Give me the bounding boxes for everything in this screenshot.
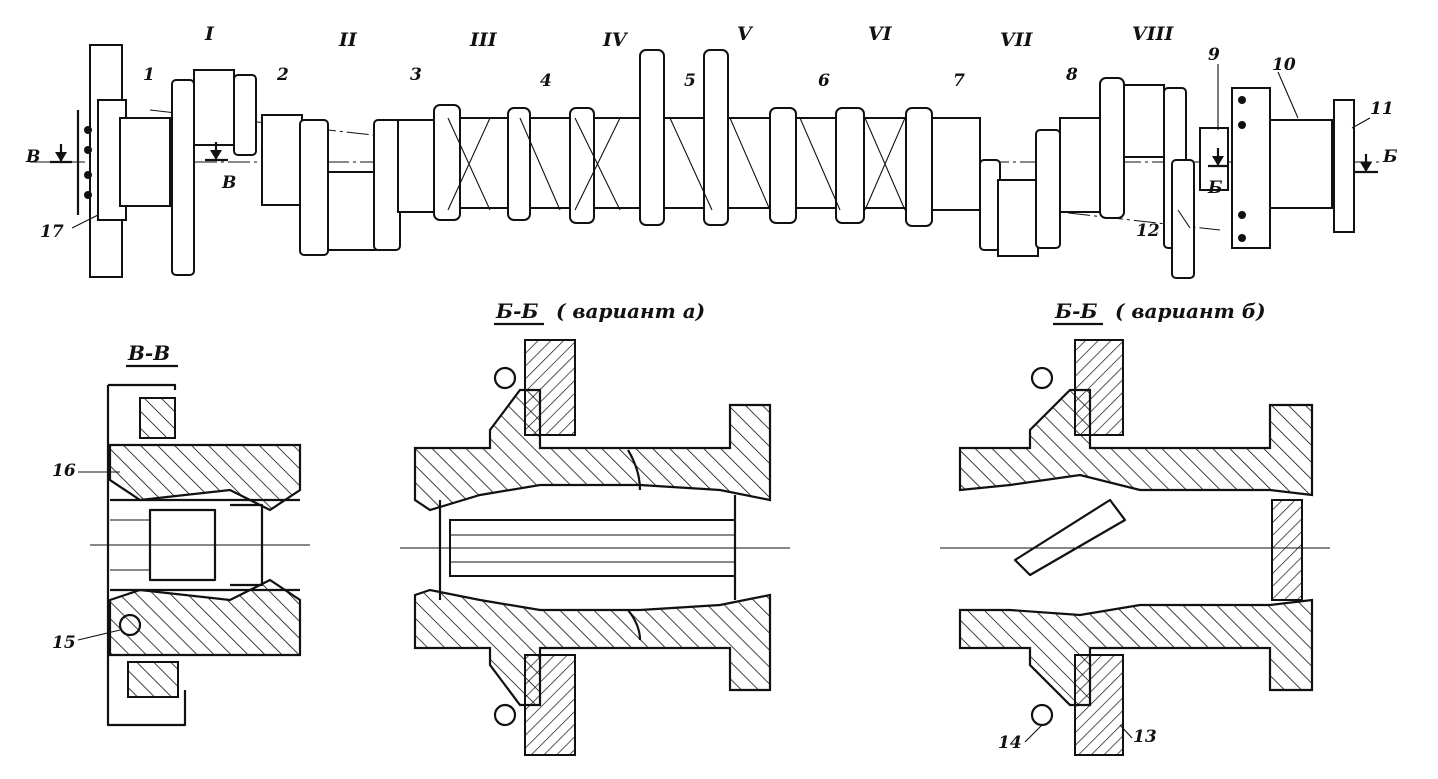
marker-b-mid: Б: [1207, 178, 1223, 198]
section-bb-b: Б-Б ( вариант б) 14 13: [940, 299, 1330, 756]
roman-7: VII: [1000, 29, 1034, 51]
callout-12: 12: [1136, 221, 1160, 241]
callout-17: 17: [40, 222, 64, 242]
label-2: 2: [276, 65, 289, 85]
roman-5: V: [737, 23, 754, 45]
section-vv-title: В-В: [127, 341, 170, 365]
part-number-labels: 1 2 3 4 5 6 7 8 9 10 11: [143, 45, 1394, 119]
callout-14: 14: [998, 733, 1022, 753]
section-bb-a: Б-Б ( вариант а): [400, 299, 790, 756]
marker-v-mid: В: [221, 173, 236, 193]
roman-6: VI: [868, 23, 893, 45]
marker-b-right: Б: [1382, 147, 1398, 167]
marker-v-left: В: [25, 147, 40, 167]
label-4: 4: [540, 71, 552, 91]
label-5: 5: [684, 71, 696, 91]
crankshaft-side-view: [30, 44, 1380, 279]
section-bb-a-suffix: ( вариант а): [556, 299, 705, 323]
label-6: 6: [818, 71, 830, 91]
section-bb-b-title: Б-Б: [1054, 299, 1097, 323]
roman-8: VIII: [1132, 23, 1175, 45]
label-10: 10: [1272, 55, 1296, 75]
callout-15: 15: [52, 633, 76, 653]
label-8: 8: [1065, 65, 1078, 85]
callout-13: 13: [1133, 727, 1157, 747]
roman-4: IV: [602, 29, 629, 51]
label-7: 7: [953, 71, 965, 91]
section-bb-a-title: Б-Б: [495, 299, 538, 323]
label-9: 9: [1208, 45, 1220, 65]
section-vv: В-В 16 15: [52, 341, 310, 727]
roman-1: I: [204, 23, 215, 45]
callout-16: 16: [52, 461, 76, 481]
label-11: 11: [1370, 99, 1394, 119]
label-3: 3: [410, 65, 422, 85]
roman-3: III: [469, 29, 498, 51]
label-1: 1: [143, 65, 155, 85]
section-markers: В В Б Б 17 12: [25, 147, 1398, 242]
journal-roman-labels: I II III IV V VI VII VIII: [204, 23, 1175, 51]
roman-2: II: [338, 29, 358, 51]
section-bb-b-suffix: ( вариант б): [1115, 299, 1266, 323]
